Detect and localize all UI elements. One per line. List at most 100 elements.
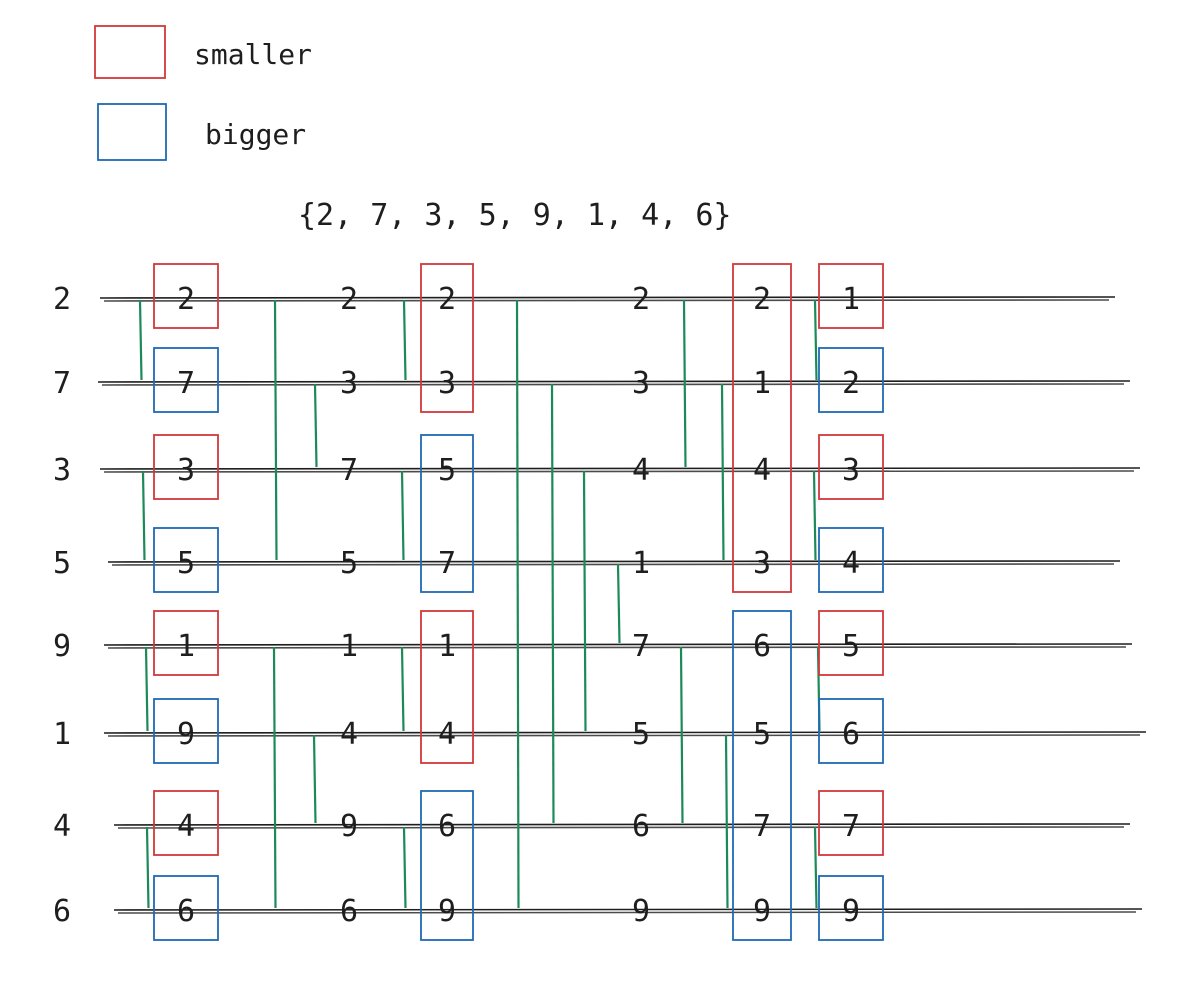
number-col2-row5: 1 xyxy=(340,629,358,664)
comparator-line xyxy=(515,299,520,909)
number-col6-row3: 3 xyxy=(842,453,860,488)
numbers: 2735914627351946237514962357146923417569… xyxy=(53,282,860,929)
number-col5-row3: 4 xyxy=(753,453,771,488)
wire-line-5 xyxy=(103,643,1133,646)
number-col4-row2: 3 xyxy=(632,366,650,401)
wire-line-4 xyxy=(107,560,1121,563)
number-col2-row8: 6 xyxy=(340,894,358,929)
number-col1-row3: 3 xyxy=(177,453,195,488)
comparator-line xyxy=(720,383,725,561)
bigger-box xyxy=(153,698,219,764)
number-col6-row2: 2 xyxy=(842,366,860,401)
wire-line-8 xyxy=(113,908,1143,911)
wire-line-1 xyxy=(99,296,1116,299)
comparator-line xyxy=(813,299,818,381)
number-col0-row6: 1 xyxy=(53,717,71,752)
comparator-line xyxy=(313,383,318,468)
comparator-line xyxy=(312,734,317,824)
comparators xyxy=(138,299,821,909)
input-sequence-title: {2, 7, 3, 5, 9, 1, 4, 6} xyxy=(298,198,731,233)
number-col1-row2: 7 xyxy=(177,366,195,401)
number-col0-row1: 2 xyxy=(53,282,71,317)
comparator-line xyxy=(145,826,150,909)
legend-bigger-label: bigger xyxy=(205,118,306,151)
number-col2-row4: 5 xyxy=(340,546,358,581)
number-col4-row6: 5 xyxy=(632,717,650,752)
comparator-line xyxy=(402,826,407,909)
comparator-line xyxy=(813,826,818,909)
number-col0-row4: 5 xyxy=(53,546,71,581)
number-col3-row2: 3 xyxy=(438,366,456,401)
smaller-box xyxy=(153,790,219,856)
number-col4-row1: 2 xyxy=(632,282,650,317)
number-col1-row6: 9 xyxy=(177,717,195,752)
number-col0-row3: 3 xyxy=(53,453,71,488)
number-col5-row7: 7 xyxy=(753,809,771,844)
wire-line-2 xyxy=(97,380,1131,383)
number-col0-row5: 9 xyxy=(53,629,71,664)
number-col1-row4: 5 xyxy=(177,546,195,581)
wire-line-8-stroke xyxy=(117,911,1137,914)
smaller-box xyxy=(818,610,884,676)
comparator-line xyxy=(273,299,278,561)
number-col4-row8: 9 xyxy=(632,894,650,929)
number-col6-row5: 5 xyxy=(842,629,860,664)
number-col5-row1: 2 xyxy=(753,282,771,317)
number-col5-row2: 1 xyxy=(753,366,771,401)
wire-line-4-stroke xyxy=(111,563,1115,566)
number-col5-row6: 5 xyxy=(753,717,771,752)
number-col4-row7: 6 xyxy=(632,809,650,844)
comparator-line xyxy=(582,470,587,732)
number-col2-row2: 3 xyxy=(340,366,358,401)
smaller-box xyxy=(732,263,792,593)
number-col3-row4: 7 xyxy=(438,546,456,581)
smaller-box xyxy=(420,610,474,764)
number-col0-row7: 4 xyxy=(53,809,71,844)
comparator-line xyxy=(144,646,149,732)
number-col0-row8: 6 xyxy=(53,894,71,929)
wire-line-3 xyxy=(99,467,1141,470)
bigger-box xyxy=(420,790,474,941)
wire-line-6 xyxy=(103,731,1147,734)
comparator-line xyxy=(138,299,143,381)
number-col1-row7: 4 xyxy=(177,809,195,844)
bigger-box xyxy=(153,527,219,593)
number-col3-row7: 6 xyxy=(438,809,456,844)
number-col2-row3: 7 xyxy=(340,453,358,488)
boxes xyxy=(153,263,884,941)
smaller-box xyxy=(420,263,474,413)
smaller-box xyxy=(818,263,884,329)
bigger-box xyxy=(818,698,884,764)
smaller-box xyxy=(153,610,219,676)
comparator-line xyxy=(400,646,405,732)
number-col5-row4: 3 xyxy=(753,546,771,581)
wire-line-7 xyxy=(113,823,1131,826)
comparator-line xyxy=(400,470,405,561)
comparator-line xyxy=(812,470,817,561)
bigger-box xyxy=(153,875,219,941)
number-col2-row7: 9 xyxy=(340,809,358,844)
number-col3-row6: 4 xyxy=(438,717,456,752)
number-col3-row5: 1 xyxy=(438,629,456,664)
number-col5-row5: 6 xyxy=(753,629,771,664)
comparator-line xyxy=(679,646,684,824)
legend-smaller-label: smaller xyxy=(194,38,312,71)
comparator-line xyxy=(402,299,407,381)
number-col5-row8: 9 xyxy=(753,894,771,929)
comparator-line xyxy=(272,646,277,909)
bigger-box xyxy=(818,875,884,941)
smaller-box xyxy=(818,790,884,856)
comparator-line xyxy=(682,299,687,468)
smaller-box xyxy=(818,434,884,500)
wire-line-2-stroke xyxy=(101,383,1125,386)
number-col1-row1: 2 xyxy=(177,282,195,317)
comparator-line xyxy=(550,383,555,824)
number-col6-row6: 6 xyxy=(842,717,860,752)
comparator-line xyxy=(141,470,146,561)
smaller-box xyxy=(153,263,219,329)
bigger-box xyxy=(153,347,219,413)
wire-line-5-stroke xyxy=(107,646,1127,649)
bigger-box xyxy=(420,434,474,593)
bigger-box xyxy=(732,610,792,941)
